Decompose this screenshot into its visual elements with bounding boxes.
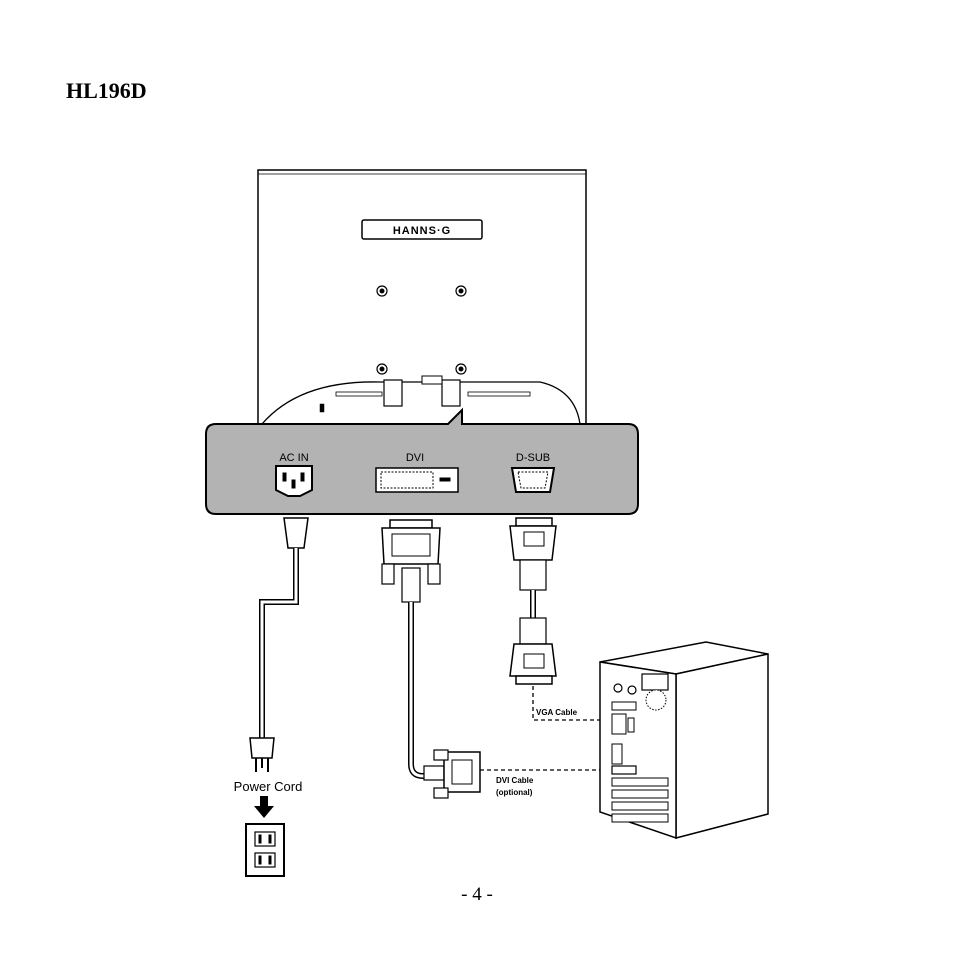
dvi-port <box>375 467 459 493</box>
power-cord-label: Power Cord <box>234 779 303 794</box>
dvi-cable <box>381 519 481 799</box>
power-cord <box>249 517 309 772</box>
dvi-cable-label: DVI Cable <box>496 776 534 785</box>
dvi-cable-note: (optional) <box>496 788 533 797</box>
page-number: - 4 - <box>461 884 493 905</box>
d-sub-label: D-SUB <box>516 452 550 464</box>
ac-in-label: AC IN <box>279 452 308 464</box>
vga-cable-label: VGA Cable <box>536 708 578 717</box>
dvi-label: DVI <box>406 452 424 464</box>
brand-logo: HANNS·G <box>393 225 451 237</box>
d-sub-port <box>510 467 556 493</box>
ac-in-port <box>275 465 313 497</box>
wall-outlet-icon <box>245 823 285 877</box>
arrow-down-icon <box>254 796 274 818</box>
vga-cable <box>509 517 557 685</box>
page-title: HL196D <box>66 78 147 103</box>
pc-tower-icon <box>599 641 769 840</box>
monitor-back <box>257 169 587 429</box>
